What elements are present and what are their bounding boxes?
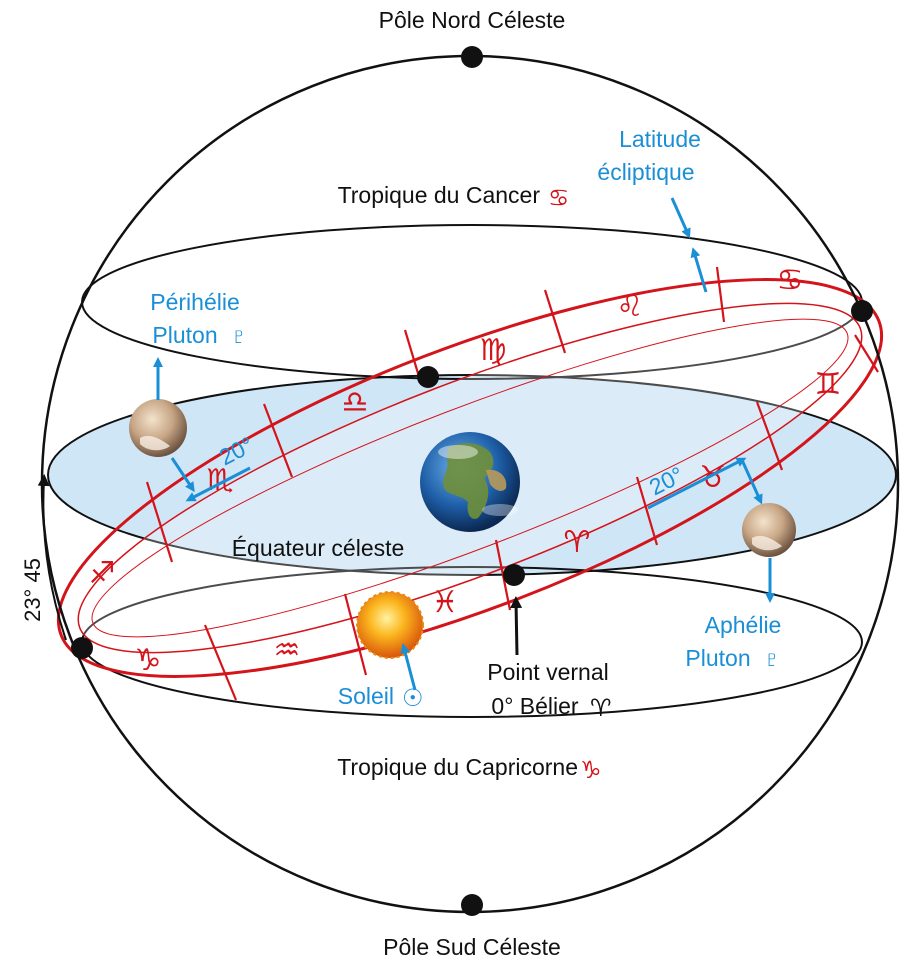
vernal-point-label-line1: Point vernal [487,659,608,685]
zodiac-pisces: ♓ [432,585,459,620]
perihelion-label-line1: Périhélie [150,289,240,315]
aphelion-plane-arrow [647,457,747,510]
vernal-point-label-line2: 0° Bélier [491,693,579,719]
blue-arrows [153,197,775,691]
ecliptic-dividers [145,266,879,701]
aphelion-pluto-symbol: ♇ [763,646,781,673]
aphelion-label-line1: Aphélie [705,612,782,638]
south-pole-label: Pôle Sud Céleste [383,934,561,960]
tropic-capricorn-label: Tropique du Capricorne [337,754,578,780]
perihelion-plane-arrow [185,466,251,502]
zodiac-gemini: ♊ [815,367,842,402]
north-pole-label: Pôle Nord Céleste [379,7,566,33]
sun-label: Soleil [338,683,394,709]
aries-symbol: ♈ [590,695,612,722]
autumn-equinox-dot [417,366,439,388]
sun-symbol: ☉ [402,685,424,712]
north-pole-dot [461,46,483,68]
sun-pointer-arrow [400,643,417,691]
aphelion-label-line2: Pluton [685,645,750,671]
cancer-symbol: ♋ [548,184,570,212]
summer-solstice-dot [851,300,873,322]
perihelion-label-line2: Pluton [152,322,217,348]
south-pole-dot [461,894,483,916]
sun [356,591,424,659]
latitude-label-arrow [670,197,691,239]
equator-label: Équateur céleste [232,535,405,561]
zodiac-glyphs: ♑ ♒ ♓ ♈ ♉ ♊ ♋ ♌ ♍ ♎ ♏ ♐ [89,263,842,678]
zodiac-virgo: ♍ [480,333,507,368]
latitude-label-line1: Latitude [619,126,701,152]
pluto-aphelion [742,503,796,557]
zodiac-aries: ♈ [564,525,591,560]
zodiac-cancer: ♋ [777,263,804,298]
zodiac-sagittarius: ♐ [89,556,116,591]
zodiac-leo: ♌ [617,289,644,324]
key-points [71,46,873,916]
obliquity-label: 23° 45 [20,558,45,622]
pluto-perihelion [129,399,187,457]
capricorn-symbol: ♑ [580,756,602,784]
zodiac-taurus: ♉ [700,460,727,495]
earth [420,432,520,532]
winter-solstice-dot [71,637,93,659]
tropic-cancer-label: Tropique du Cancer [338,182,541,208]
zodiac-libra: ♎ [342,385,369,420]
obliquity-arc [37,474,67,641]
vernal-point-dot [503,564,525,586]
latitude-label-line2: écliptique [597,159,694,185]
vernal-arrow [510,596,523,656]
aphelion-up-arrow [740,459,763,505]
perihelion-pluto-symbol: ♇ [230,323,248,350]
zodiac-aquarius: ♒ [274,633,301,668]
latitude-arrow [690,247,708,293]
zodiac-capricorn: ♑ [135,643,162,678]
perihelion-ecliptic-arrow [170,457,195,493]
